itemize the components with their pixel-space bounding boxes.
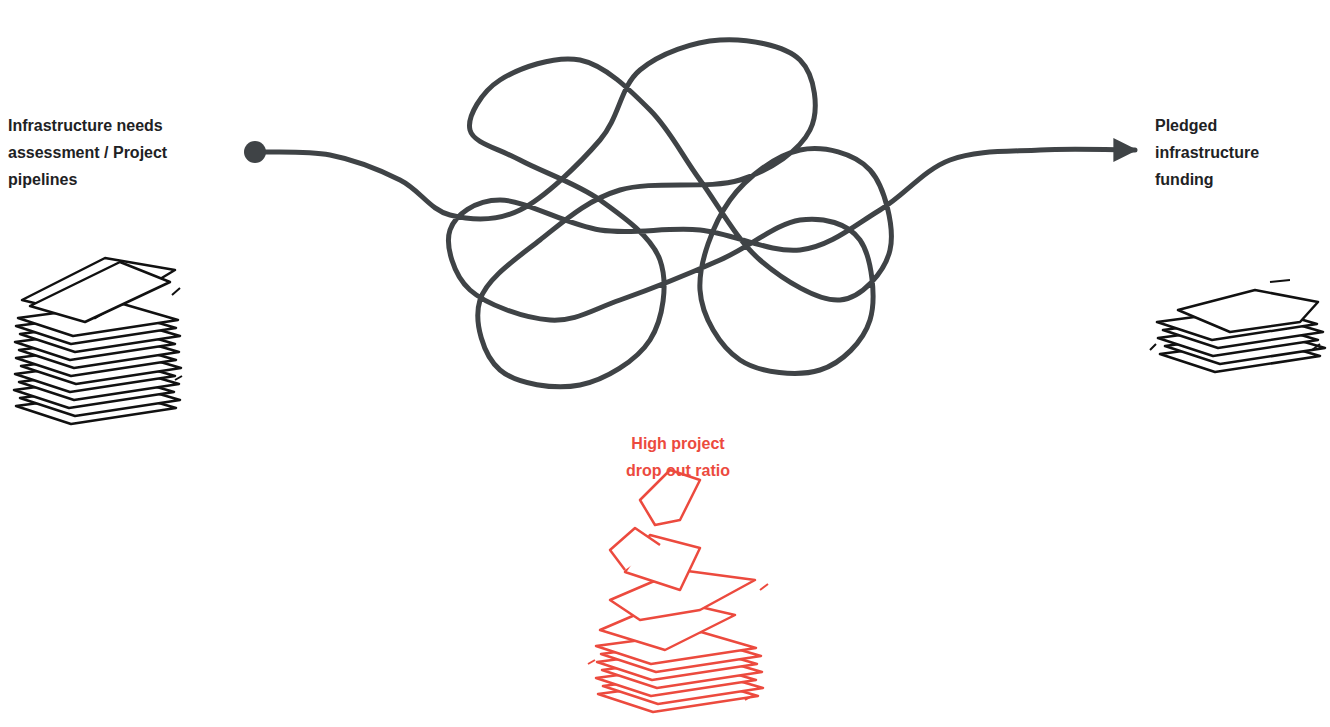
warning-label: High project drop out ratio <box>615 430 741 484</box>
source-label-node: Infrastructure needs assessment / Projec… <box>8 112 255 193</box>
motion-mark <box>172 288 182 380</box>
paper-stack-left <box>14 258 182 424</box>
motion-mark <box>1150 280 1320 350</box>
paper-stack-right <box>1150 280 1325 372</box>
start-dot <box>244 141 266 163</box>
target-label-node: Pledged infrastructure funding <box>1135 112 1310 193</box>
node-label: Pledged infrastructure funding <box>1155 112 1305 193</box>
paper-sheet <box>610 528 660 570</box>
node-label: Infrastructure needs assessment / Projec… <box>8 112 223 193</box>
paper-sheet <box>30 262 170 322</box>
motion-mark <box>588 584 768 700</box>
tangled-connector <box>244 40 1135 387</box>
connector-line <box>255 40 1135 387</box>
paper-sheet <box>1178 290 1318 332</box>
paper-stack-dropped <box>588 470 768 712</box>
